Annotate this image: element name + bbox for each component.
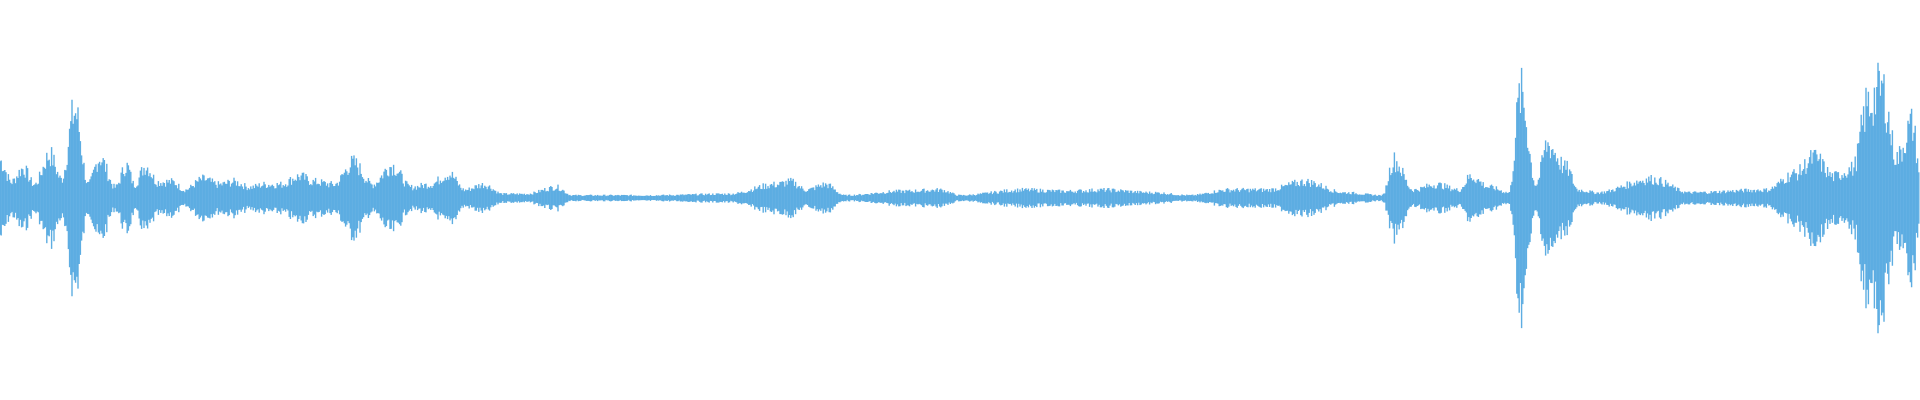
waveform-bars	[0, 62, 1920, 334]
